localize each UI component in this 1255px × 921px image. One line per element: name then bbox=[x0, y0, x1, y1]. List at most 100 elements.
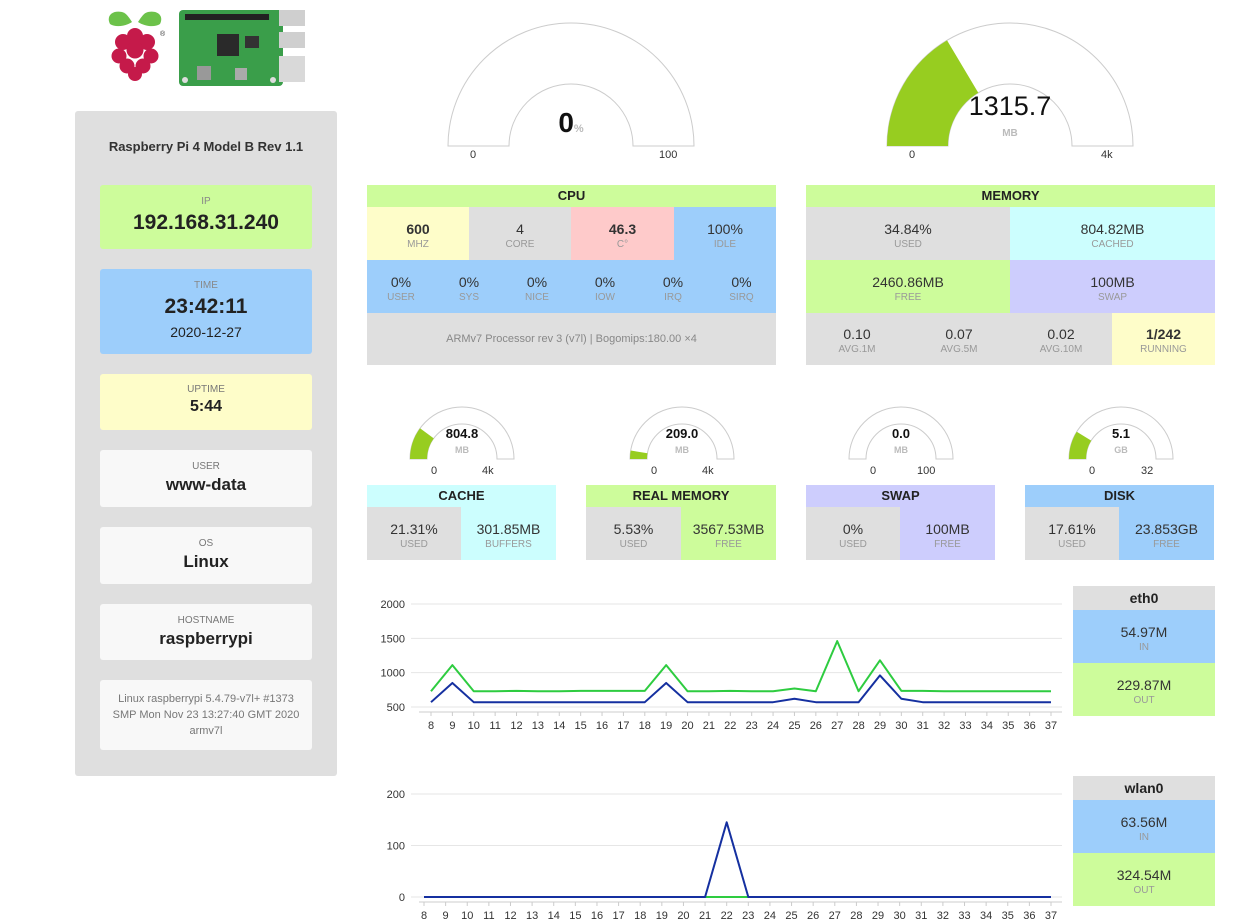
cpu-gauge-value: 0% bbox=[558, 107, 584, 138]
memory-panel-title: MEMORY bbox=[806, 185, 1215, 207]
gauge-track bbox=[447, 22, 695, 147]
x-tick-label: 24 bbox=[767, 720, 779, 732]
x-tick-label: 34 bbox=[980, 910, 992, 921]
x-tick-label: 33 bbox=[959, 720, 971, 732]
uptime-card: UPTIME 5:44 bbox=[100, 374, 312, 430]
os-card: OS Linux bbox=[100, 527, 312, 584]
hostname-value: raspberrypi bbox=[159, 629, 253, 648]
x-tick-label: 10 bbox=[461, 910, 473, 921]
cache-gauge-min: 0 bbox=[431, 465, 438, 477]
x-tick-label: 23 bbox=[742, 910, 754, 921]
uptime-value: 5:44 bbox=[189, 398, 223, 415]
x-tick-label: 35 bbox=[1002, 910, 1014, 921]
x-tick-label: 32 bbox=[937, 910, 949, 921]
ip-card: IP 192.168.31.240 bbox=[100, 185, 312, 249]
x-tick-label: 18 bbox=[634, 910, 646, 921]
real-memory-panel-title: REAL MEMORY bbox=[586, 485, 776, 507]
x-tick-label: 11 bbox=[483, 910, 494, 921]
x-tick-label: 28 bbox=[852, 720, 864, 732]
x-tick-label: 14 bbox=[553, 720, 565, 732]
uname-card: Linux raspberrypi 5.4.79-v7l+ #1373 SMP … bbox=[100, 680, 312, 750]
x-tick-label: 29 bbox=[874, 720, 886, 732]
user-label: USER bbox=[192, 461, 220, 472]
x-tick-label: 36 bbox=[1023, 720, 1035, 732]
cache-gauge-max: 4k bbox=[482, 465, 494, 477]
x-tick-label: 36 bbox=[1023, 910, 1035, 921]
x-tick-label: 37 bbox=[1045, 720, 1057, 732]
x-tick-label: 17 bbox=[617, 720, 629, 732]
cache-used: 21.31%USED bbox=[367, 507, 461, 560]
x-tick-label: 14 bbox=[548, 910, 560, 921]
x-tick-label: 15 bbox=[575, 720, 587, 732]
swap-gauge-max: 100 bbox=[917, 465, 936, 477]
memory-used: 34.84%USED bbox=[806, 207, 1010, 260]
x-tick-label: 25 bbox=[785, 910, 797, 921]
y-tick-label: 1000 bbox=[381, 668, 405, 680]
hostname-card: HOSTNAME raspberrypi bbox=[100, 604, 312, 660]
memory-gauge-unit: MB bbox=[1002, 128, 1018, 139]
real-memory-gauge-unit: MB bbox=[675, 445, 689, 455]
x-tick-label: 27 bbox=[831, 720, 843, 732]
x-tick-label: 30 bbox=[895, 720, 907, 732]
gauge-track bbox=[629, 406, 735, 460]
gauge-fill bbox=[887, 40, 979, 146]
cpu-gauge bbox=[447, 22, 695, 147]
raspberry-pi-board-image bbox=[179, 10, 305, 86]
series-line-1 bbox=[424, 821, 1051, 898]
y-tick-label: 2000 bbox=[381, 599, 405, 611]
x-tick-label: 26 bbox=[810, 720, 822, 732]
cpu-stat-sys: 0%SYS bbox=[458, 274, 480, 303]
x-tick-label: 30 bbox=[894, 910, 906, 921]
system-info-sidebar: Raspberry Pi 4 Model B Rev 1.1 IP 192.16… bbox=[75, 111, 337, 776]
uptime-label: UPTIME bbox=[187, 384, 225, 395]
y-tick-label: 500 bbox=[387, 702, 405, 714]
uname-text: Linux raspberrypi 5.4.79-v7l+ #1373 SMP … bbox=[112, 693, 300, 737]
x-tick-label: 25 bbox=[788, 720, 800, 732]
cache-panel-title: CACHE bbox=[367, 485, 556, 507]
real-memory-gauge bbox=[629, 406, 735, 460]
x-tick-label: 27 bbox=[829, 910, 841, 921]
disk-panel-title: DISK bbox=[1025, 485, 1214, 507]
cache-gauge-value: 804.8 bbox=[445, 426, 479, 441]
x-tick-label: 12 bbox=[504, 910, 516, 921]
disk-used: 17.61%USED bbox=[1025, 507, 1119, 560]
gauge-track bbox=[1068, 406, 1174, 460]
memory-gauge bbox=[886, 22, 1134, 147]
date-value: 2020-12-27 bbox=[170, 324, 242, 340]
x-tick-label: 23 bbox=[746, 720, 758, 732]
series-line-0 bbox=[430, 640, 1051, 693]
x-tick-label: 20 bbox=[677, 910, 689, 921]
gauge-fill bbox=[1069, 431, 1092, 459]
cpu-gauge-unit: % bbox=[573, 123, 584, 135]
memory-gauge-min: 0 bbox=[909, 149, 916, 161]
x-tick-label: 31 bbox=[915, 910, 927, 921]
cpu-stat-sirq: 0%SIRQ bbox=[729, 274, 754, 303]
cpu-stat-irq: 0%IRQ bbox=[662, 274, 684, 303]
real-memory-gauge-min: 0 bbox=[651, 465, 658, 477]
x-tick-label: 13 bbox=[532, 720, 544, 732]
swap-gauge-value: 0.0 bbox=[891, 426, 911, 441]
x-tick-label: 28 bbox=[850, 910, 862, 921]
x-tick-label: 32 bbox=[938, 720, 950, 732]
cpu-gauge-min: 0 bbox=[470, 149, 477, 161]
x-tick-label: 19 bbox=[656, 910, 668, 921]
wlan0-title: wlan0 bbox=[1073, 776, 1215, 800]
y-tick-label: 0 bbox=[399, 892, 405, 904]
cache-gauge-unit: MB bbox=[455, 445, 469, 455]
os-label: OS bbox=[198, 538, 214, 549]
x-tick-label: 22 bbox=[721, 910, 733, 921]
swap-gauge-unit: MB bbox=[894, 445, 908, 455]
disk-gauge-unit: GB bbox=[1114, 445, 1128, 455]
